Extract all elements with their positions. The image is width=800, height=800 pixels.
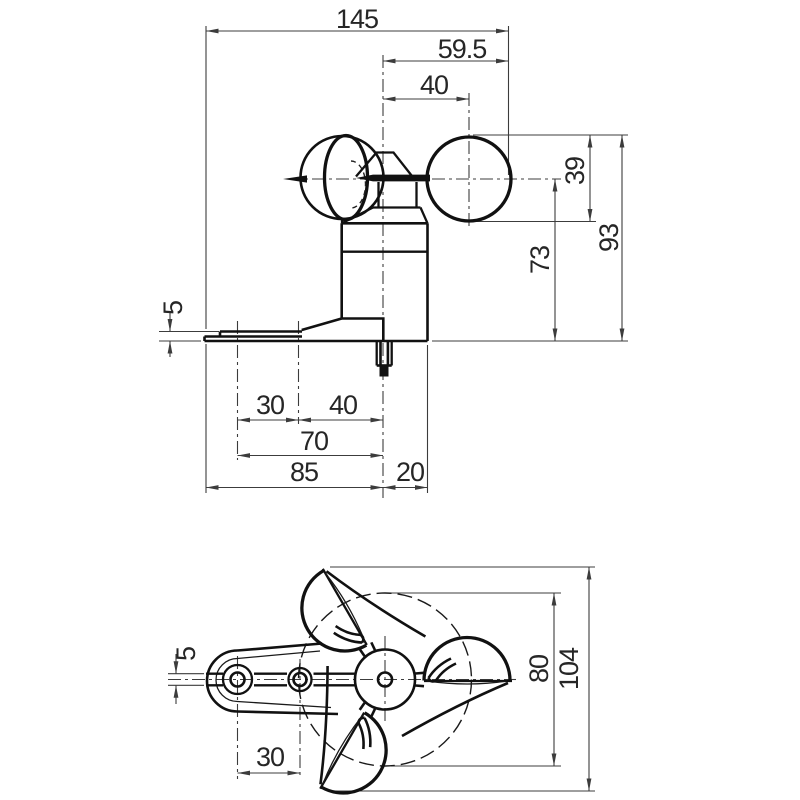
dim-30-bottom-label: 30 (256, 742, 284, 772)
dimension-arrowhead (167, 341, 173, 354)
dimension-arrowhead (173, 661, 179, 674)
right-cup (425, 135, 513, 223)
dim-5-label: 5 (158, 301, 188, 315)
dim-104-label: 104 (554, 647, 584, 690)
dim-40-bottom-label: 40 (329, 390, 357, 420)
sensor-outline (203, 133, 513, 377)
dim-20-label: 20 (396, 457, 424, 487)
base-plate (203, 317, 428, 343)
dimension-arrowhead (383, 58, 396, 64)
cable-connector (375, 341, 393, 377)
cup-rim-open-edge (319, 665, 329, 785)
dim-30-label: 30 (256, 390, 284, 420)
side-view-dimension-labels: 145 59.5 40 39 93 73 5 30 40 70 85 20 (158, 4, 624, 487)
dimension-arrowhead (619, 328, 625, 341)
dim-70-label: 70 (300, 426, 328, 456)
cup-top (300, 568, 427, 657)
cup-bottom (319, 665, 388, 795)
rotor-rotation-circle (297, 592, 473, 767)
mounting-hole-left (221, 663, 254, 696)
side-view: 145 59.5 40 39 93 73 5 30 40 70 85 20 (158, 4, 628, 498)
dimension-arrowhead (287, 770, 300, 776)
dimension-arrowhead (167, 319, 173, 332)
plate-slot (206, 672, 356, 687)
dim-40-top-label: 40 (420, 70, 448, 100)
cup-rim-open-edge (401, 681, 509, 738)
rotor-hub-bottom (353, 648, 417, 711)
left-cup-hidden-line (350, 160, 367, 209)
dimension-arrowhead (286, 417, 299, 423)
dim-93-label: 93 (594, 224, 624, 252)
dimension-arrowhead (383, 485, 396, 490)
dimension-arrowhead (383, 96, 396, 102)
rotor-hub (341, 151, 429, 225)
mast-body (340, 222, 429, 341)
dimension-arrowhead (552, 179, 558, 192)
bottom-view-extension-lines (168, 566, 595, 792)
side-view-extension-lines (159, 26, 628, 493)
bottom-view: 5 30 80 104 (168, 566, 595, 795)
dimension-arrowhead (552, 328, 558, 341)
dim-85-label: 85 (290, 457, 318, 487)
dimension-arrowhead (370, 453, 383, 458)
cup-rim-open-edge (325, 570, 427, 638)
dimension-arrowhead (456, 96, 469, 102)
dimension-arrowhead (173, 685, 179, 698)
dim-73-label: 73 (525, 246, 555, 274)
dimension-arrowhead (370, 417, 383, 423)
rear-arm-tip (283, 175, 307, 183)
mounting-hole-right (287, 666, 313, 693)
dimension-arrowhead (370, 485, 383, 490)
cup-right (401, 635, 512, 738)
rotor-cups (300, 568, 512, 795)
dimension-arrowhead (586, 778, 592, 791)
dimension-arrowhead (496, 28, 509, 34)
connector-tip (379, 365, 389, 377)
dimension-arrowhead (496, 58, 509, 64)
dim-5-slot-label: 5 (171, 647, 201, 661)
dim-39-label: 39 (560, 157, 590, 185)
dimension-arrowhead (619, 135, 625, 148)
base-plate-bottom (205, 642, 356, 716)
dimension-arrowhead (587, 209, 593, 222)
dim-59-5-label: 59.5 (438, 34, 487, 64)
dimension-arrowhead (587, 135, 593, 148)
dimension-arrowhead (206, 28, 219, 34)
bottom-view-dimension-labels: 5 30 80 104 (171, 647, 584, 772)
dim-145-label: 145 (336, 4, 378, 34)
dimension-arrowhead (586, 567, 592, 580)
dimension-arrowhead (551, 753, 557, 766)
dimension-arrowhead (551, 593, 557, 606)
dimension-arrowhead (237, 417, 250, 423)
side-view-centerlines (236, 55, 561, 498)
dimension-arrowhead (206, 485, 219, 490)
dimension-arrowhead (237, 453, 250, 458)
dim-80-label: 80 (524, 655, 554, 683)
dimension-arrowhead (298, 417, 311, 423)
dimension-arrowhead (237, 770, 250, 776)
